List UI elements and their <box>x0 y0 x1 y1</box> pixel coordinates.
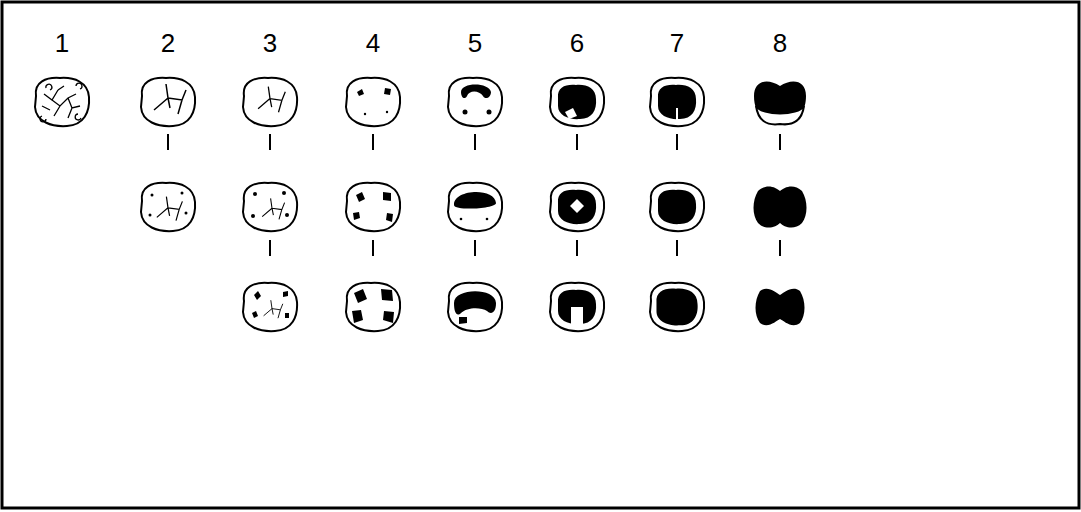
stage-number: 2 <box>161 30 175 56</box>
stage-number: 5 <box>468 30 482 56</box>
stage-number: 8 <box>773 30 787 56</box>
stage-number: 1 <box>55 30 69 56</box>
stage-number: 3 <box>263 30 277 56</box>
stage-number: 4 <box>366 30 380 56</box>
stage-number: 7 <box>670 30 684 56</box>
stage-connectors <box>168 134 780 256</box>
stage-number: 6 <box>570 30 584 56</box>
